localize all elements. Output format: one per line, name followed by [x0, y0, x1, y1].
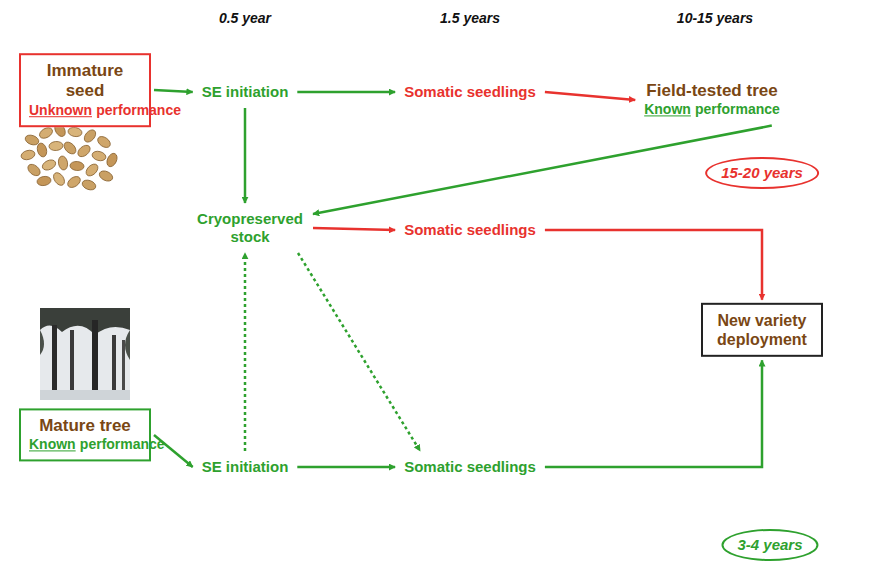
node-text: Field-tested tree — [644, 81, 780, 101]
flow-arrow — [545, 230, 762, 300]
performance-text: Unknown — [29, 102, 92, 118]
flow-arrow — [297, 466, 395, 469]
deployment-box: New variety deployment — [701, 303, 823, 357]
flow-arrow — [244, 108, 247, 203]
duration-oval: 15-20 years — [705, 157, 819, 189]
duration-oval: 3-4 years — [721, 529, 818, 561]
flow-arrow — [545, 360, 762, 467]
flow-arrow — [154, 90, 193, 92]
node-text: Mature tree — [29, 416, 141, 436]
node-text: New variety deployment — [711, 311, 813, 349]
node-text: Somatic seedlings — [404, 221, 536, 239]
node-text: Cryopreserved stock — [196, 210, 304, 246]
tree-node: Field-tested treeKnownperformance — [638, 77, 786, 122]
node-text: SE initiation — [202, 458, 289, 476]
tree-photo — [40, 308, 130, 400]
flow-arrow — [545, 92, 635, 100]
node-text: 15-20 years — [721, 164, 803, 182]
tree-box: Mature treeKnownperformance — [19, 408, 151, 461]
text-line: Knownperformance — [644, 102, 780, 119]
performance-text: performance — [695, 102, 780, 118]
time-header: 0.5 year — [219, 10, 271, 26]
process-step: Somatic seedlings — [398, 217, 542, 243]
flow-arrow — [297, 91, 395, 94]
seed-box: Immature seedUnknownperformance — [19, 53, 151, 127]
process-step: SE initiation — [196, 79, 295, 105]
time-header: 10-15 years — [677, 10, 753, 26]
text-line: Knownperformance — [29, 437, 141, 454]
process-step: Somatic seedlings — [398, 79, 542, 105]
seed-pile — [20, 122, 119, 192]
node-text: Somatic seedlings — [404, 458, 536, 476]
performance-text: performance — [80, 437, 165, 453]
node-text: 3-4 years — [737, 536, 802, 554]
text-line: Unknownperformance — [29, 102, 141, 119]
node-text: SE initiation — [202, 83, 289, 101]
flow-arrow — [244, 253, 247, 451]
process-step: SE initiation — [196, 454, 295, 480]
performance-text: performance — [96, 102, 181, 118]
flow-arrow — [313, 126, 772, 214]
flow-arrow — [298, 253, 420, 451]
storage-node: Cryopreserved stock — [190, 206, 310, 250]
flow-arrow — [313, 228, 395, 230]
time-header: 1.5 years — [440, 10, 500, 26]
performance-text: Known — [29, 437, 76, 453]
process-step: Somatic seedlings — [398, 454, 542, 480]
node-text: Immature seed — [29, 61, 141, 102]
node-text: Somatic seedlings — [404, 83, 536, 101]
performance-text: Known — [644, 102, 691, 118]
